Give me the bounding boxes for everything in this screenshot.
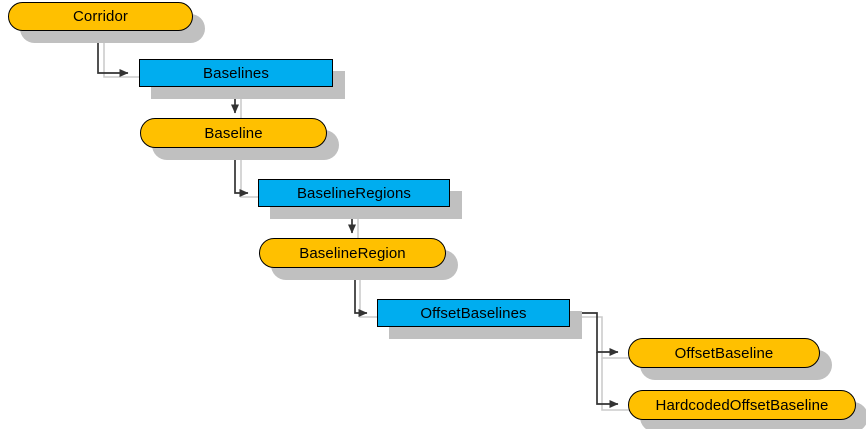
offset-baselines-node-label: OffsetBaselines [420,304,527,322]
baseline-region-node[interactable]: BaselineRegion [259,238,446,268]
connector-shadows [103,33,631,411]
corridor-node[interactable]: Corridor [8,2,193,31]
edge-corridor-to-baselines [97,31,129,77]
baseline-region-node-label: BaselineRegion [299,244,406,262]
offset-baseline-node[interactable]: OffsetBaseline [628,338,820,368]
edge-offset-baselines-to-offset-baseline [570,312,619,356]
corridor-node-label: Corridor [73,8,128,25]
baseline-node[interactable]: Baseline [140,118,327,148]
edge-baseline-region-to-offset-baselines [354,268,368,317]
offset-baseline-node-label: OffsetBaseline [674,344,774,362]
baseline-regions-node[interactable]: BaselineRegions [258,179,450,207]
baseline-regions-node-label: BaselineRegions [296,184,412,202]
edge-offset-baselines-to-hardcoded-offset-baseline [596,352,619,408]
edge-baseline-to-baseline-regions [234,148,249,197]
hardcoded-offset-baseline-node[interactable]: HardcodedOffsetBaseline [628,390,856,420]
offset-baselines-node[interactable]: OffsetBaselines [377,299,570,327]
baselines-node-label: Baselines [203,64,269,82]
baseline-node-label: Baseline [204,124,263,142]
baselines-node[interactable]: Baselines [139,59,333,87]
hardcoded-offset-baseline-node-label: HardcodedOffsetBaseline [655,396,829,414]
